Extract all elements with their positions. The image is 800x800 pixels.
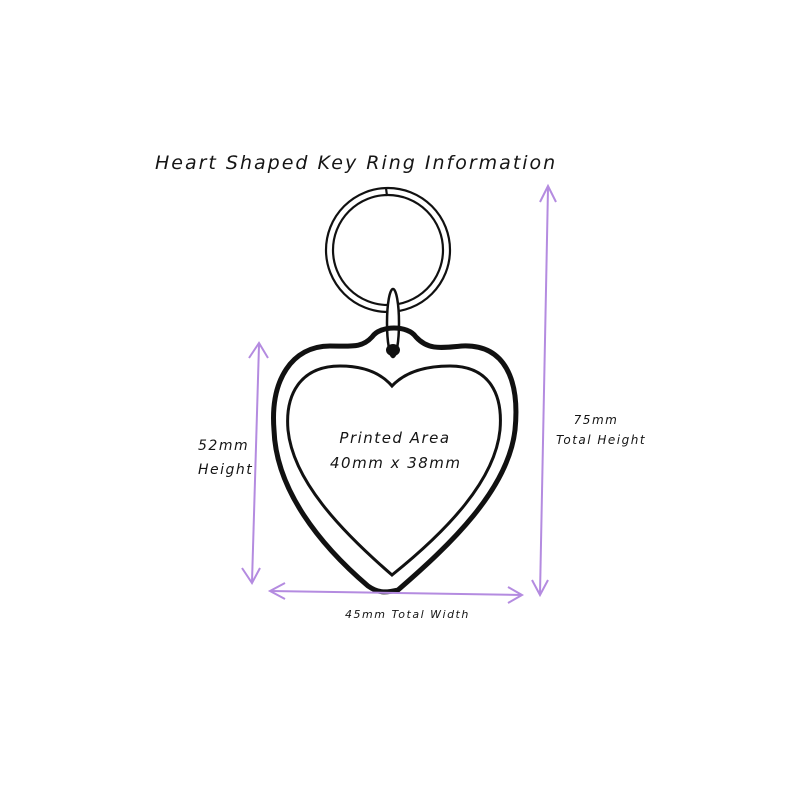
total-height-text: Total Height (556, 433, 647, 447)
height-text: Height (198, 462, 254, 478)
total-height-label: 75mm Total Height (556, 410, 647, 450)
printed-area-text: Printed Area (339, 429, 451, 447)
heart-inner-outline-icon (286, 364, 502, 577)
heart-outline-icon (271, 325, 519, 595)
printed-area-label: Printed Area 40mm x 38mm (330, 426, 460, 476)
total-width-text: Total Width (391, 608, 470, 621)
total-width-value: 45mm (345, 608, 387, 621)
printed-area-value: 40mm x 38mm (330, 454, 462, 472)
page-title: Heart Shaped Key Ring Information (155, 152, 558, 174)
total-height-value: 75mm (573, 413, 619, 427)
height-value: 52mm (198, 438, 250, 454)
total-width-label: 45mm Total Width (345, 608, 470, 621)
jump-ring-icon (385, 287, 401, 359)
split-ring-icon (324, 186, 452, 314)
height-label: 52mm Height (198, 434, 253, 482)
hole-icon (386, 344, 400, 356)
dimension-arrows (241, 183, 557, 604)
